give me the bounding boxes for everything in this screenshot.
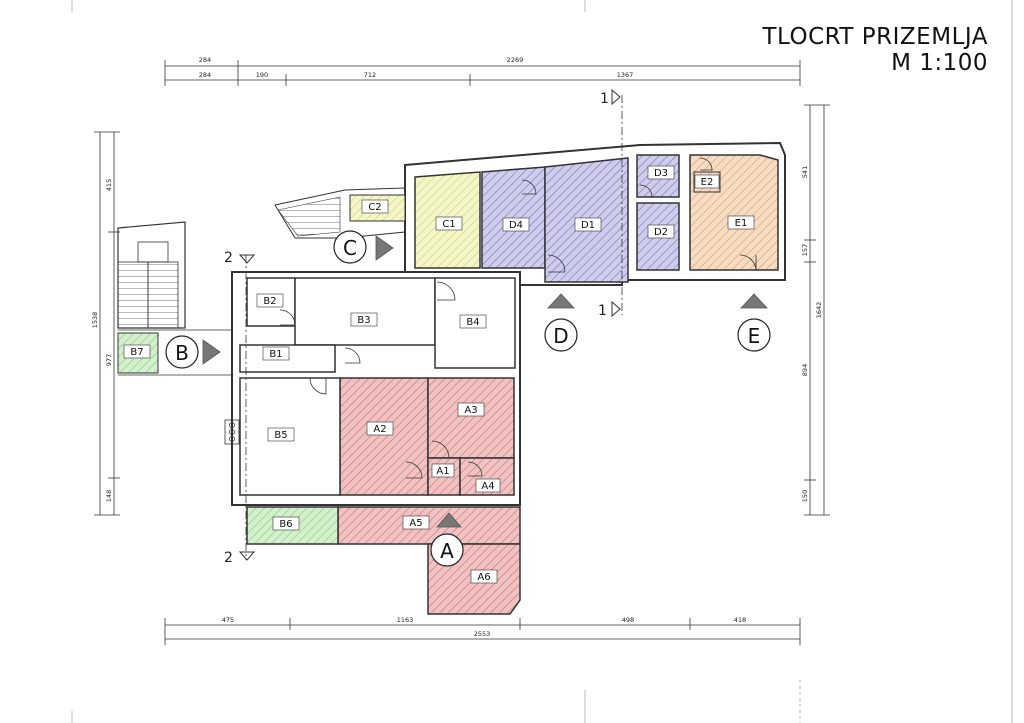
dim-bottom-d: 418 <box>734 616 746 624</box>
room-label-A3: A3 <box>457 402 485 417</box>
room-A2-fill <box>339 377 429 496</box>
room-A3-fill <box>427 377 515 459</box>
room-label-D1: D1 <box>574 217 602 232</box>
dim-left-b: 977 <box>105 354 113 366</box>
svg-text:A: A <box>440 539 454 563</box>
room-B6-fill <box>246 506 339 545</box>
room-B3-fill <box>294 277 436 346</box>
sheet-title: TLOCRT PRIZEMLJA <box>762 24 988 50</box>
dim-bottom-c: 498 <box>622 616 634 624</box>
room-label-A5: A5 <box>402 515 430 530</box>
room-label-B1: B1 <box>262 346 290 361</box>
section-line-1 <box>611 88 623 318</box>
room-label-C1: C1 <box>435 216 463 231</box>
svg-text:D2: D2 <box>654 227 668 238</box>
svg-text:B1: B1 <box>269 349 282 360</box>
room-label-B5: B5 <box>267 427 295 442</box>
svg-text:B2: B2 <box>263 296 276 307</box>
dim-right-a: 541 <box>801 166 809 178</box>
svg-text:A4: A4 <box>481 481 494 492</box>
svg-text:C1: C1 <box>442 219 455 230</box>
section-1-top-label: 1 <box>600 91 609 107</box>
dim-left-total: 1538 <box>91 312 99 329</box>
dimension-bottom <box>164 618 801 645</box>
dimension-top <box>164 60 801 86</box>
section-1-bottom-label: 1 <box>598 303 607 319</box>
section-2-bottom-label: 2 <box>224 550 233 566</box>
dim-right-b: 157 <box>801 244 809 256</box>
staircase-west <box>117 221 232 376</box>
dim-top-total: 2269 <box>507 56 524 64</box>
room-label-B2: B2 <box>256 293 284 308</box>
dim-left-a: 415 <box>105 179 113 191</box>
room-label-E2: E2 <box>694 174 720 189</box>
dim-top-e: 1367 <box>617 71 634 79</box>
room-label-D4: D4 <box>502 217 530 232</box>
dim-left-c: 148 <box>105 490 113 502</box>
room-label-A1: A1 <box>431 463 455 478</box>
room-label-C2: C2 <box>361 199 389 214</box>
svg-text:C: C <box>343 236 357 260</box>
svg-text:E1: E1 <box>735 218 748 229</box>
room-D4-fill <box>481 166 546 269</box>
svg-text:B7: B7 <box>130 347 143 358</box>
room-label-E1: E1 <box>727 215 755 230</box>
room-label-B4: B4 <box>459 314 487 329</box>
dim-right-d: 150 <box>801 490 809 502</box>
door-swings <box>279 157 757 479</box>
svg-text:D3: D3 <box>654 168 668 179</box>
svg-text:B: B <box>175 341 189 365</box>
dim-bottom-a: 475 <box>222 616 234 624</box>
chimney <box>224 419 240 445</box>
staircase-north <box>274 187 406 239</box>
entrance-marker-E: E <box>737 293 771 352</box>
svg-text:A1: A1 <box>436 466 449 477</box>
dim-top-c: 190 <box>256 71 268 79</box>
svg-text:E2: E2 <box>701 177 714 188</box>
svg-text:D1: D1 <box>581 220 595 231</box>
svg-text:A3: A3 <box>464 405 477 416</box>
room-label-D3: D3 <box>647 165 675 180</box>
sheet-scale: M 1:100 <box>891 50 988 76</box>
dim-top-a: 284 <box>199 56 211 64</box>
room-label-A2: A2 <box>366 421 394 436</box>
section-2-top-label: 2 <box>224 250 233 266</box>
dim-top-b: 284 <box>199 71 211 79</box>
dimension-left <box>94 131 120 516</box>
dim-top-d: 712 <box>364 71 376 79</box>
svg-text:D: D <box>553 324 568 348</box>
dimension-right <box>804 104 830 516</box>
sheet-frame <box>71 0 1013 723</box>
section-line-2 <box>238 254 256 561</box>
room-label-D2: D2 <box>647 224 675 239</box>
svg-text:B5: B5 <box>274 430 287 441</box>
svg-text:B6: B6 <box>279 519 292 530</box>
svg-text:E: E <box>748 324 761 348</box>
room-label-B6: B6 <box>272 516 300 531</box>
room-label-B3: B3 <box>350 312 378 327</box>
entrance-marker-D: D <box>544 293 578 352</box>
svg-text:D4: D4 <box>509 220 523 231</box>
svg-text:A6: A6 <box>477 572 490 583</box>
svg-text:A2: A2 <box>373 424 386 435</box>
entrance-marker-B: B <box>165 335 221 369</box>
dim-right-total: 1642 <box>815 302 823 319</box>
svg-text:B3: B3 <box>357 315 370 326</box>
room-label-A4: A4 <box>475 478 501 493</box>
entrance-marker-A: A <box>430 512 464 567</box>
room-label-B7: B7 <box>123 344 151 359</box>
dim-bottom-b: 1163 <box>397 616 414 624</box>
svg-text:C2: C2 <box>368 202 381 213</box>
entrance-marker-C: C <box>333 230 394 264</box>
svg-text:A5: A5 <box>409 518 422 529</box>
room-label-A6: A6 <box>470 569 498 584</box>
dim-right-c: 894 <box>801 364 809 376</box>
dim-bottom-total: 2553 <box>474 630 491 638</box>
svg-text:B4: B4 <box>466 317 479 328</box>
